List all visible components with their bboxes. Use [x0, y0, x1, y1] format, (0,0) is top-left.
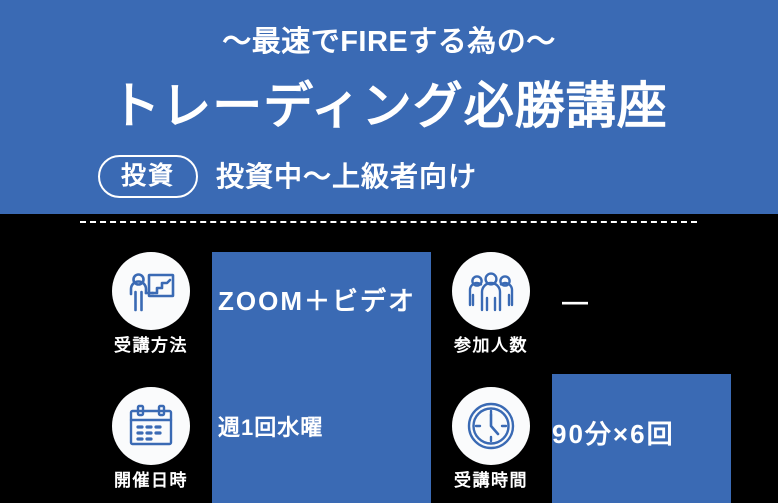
info-value-participants: — [562, 286, 590, 316]
info-item-label: 開催日時 [114, 471, 188, 490]
header-lead-text: 〜最速でFIREする為の〜 [222, 26, 556, 58]
info-item-label: 受講時間 [454, 471, 528, 490]
people-group-icon [452, 252, 530, 330]
info-item-duration: 受講時間 [444, 387, 538, 489]
header-meta-row: 投資 投資中〜上級者向け [98, 155, 477, 198]
icon-block: 受講方法 [104, 252, 198, 354]
presenter-chart-icon [112, 252, 190, 330]
calendar-icon [112, 387, 190, 465]
info-item-schedule: 開催日時 [104, 387, 198, 489]
page-title: トレーディング必勝講座 [110, 78, 668, 134]
clock-icon [452, 387, 530, 465]
info-item-method: 受講方法 [104, 252, 198, 354]
info-value-duration: 90分×6回 [552, 419, 675, 449]
icon-block: 参加人数 [444, 252, 538, 354]
icon-block: 受講時間 [444, 387, 538, 489]
info-value-method: ZOOM＋ビデオ [218, 286, 416, 316]
category-badge: 投資 [98, 155, 198, 198]
highlight-block-bottom-right [552, 374, 731, 503]
course-info-grid: 受講方法 [0, 236, 778, 503]
dashed-divider [80, 221, 697, 223]
highlight-block-left [212, 252, 431, 503]
info-value-schedule: 週1回水曜 [218, 415, 324, 440]
info-item-participants: 参加人数 [444, 252, 538, 354]
header-banner: 〜最速でFIREする為の〜 トレーディング必勝講座 投資 投資中〜上級者向け [0, 0, 778, 214]
info-item-label: 受講方法 [114, 336, 188, 355]
icon-block: 開催日時 [104, 387, 198, 489]
info-item-label: 参加人数 [454, 336, 528, 355]
audience-level-text: 投資中〜上級者向け [216, 160, 478, 192]
